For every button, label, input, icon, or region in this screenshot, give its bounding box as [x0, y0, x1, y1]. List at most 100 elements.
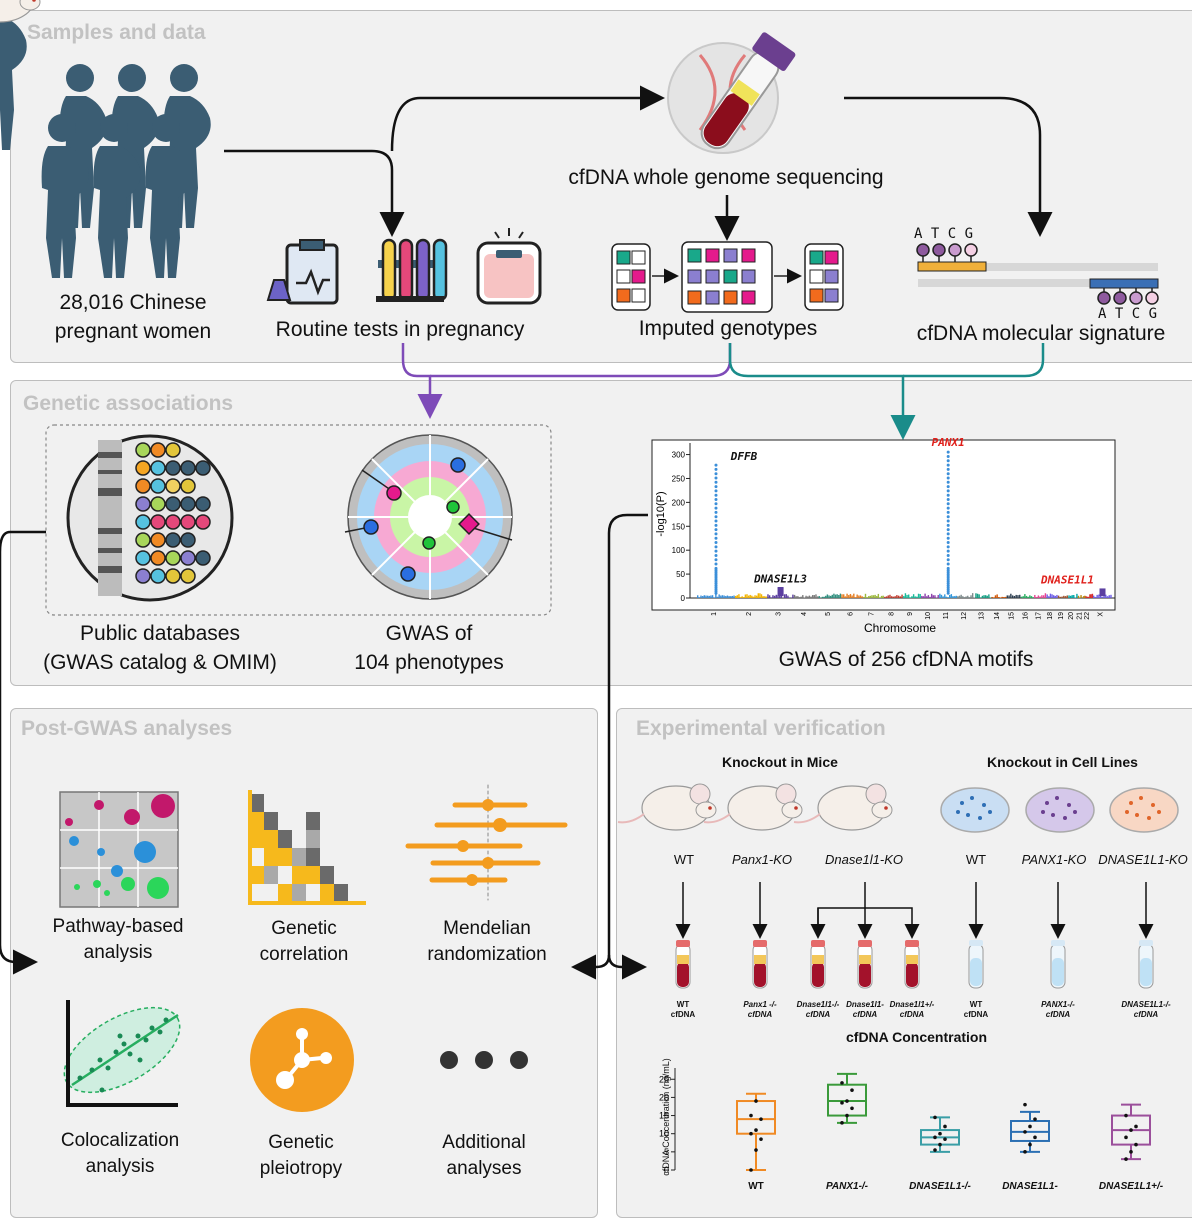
manhattan-point: [766, 597, 767, 598]
manhattan-point: [931, 594, 932, 598]
manhattan-point: [913, 594, 914, 598]
manhattan-point: [802, 595, 803, 598]
manhattan-point: [738, 594, 739, 598]
manhattan-point: [750, 595, 751, 598]
manhattan-point: [746, 594, 747, 598]
manhattan-point: [969, 597, 970, 598]
manhattan-point: [910, 597, 911, 598]
manhattan-point: [759, 593, 760, 598]
manhattan-point: [828, 595, 829, 598]
x-tick-label: 8: [889, 612, 896, 616]
box-point: [943, 1125, 947, 1129]
manhattan-point: [822, 597, 823, 598]
manhattan-point: [771, 597, 772, 598]
x-tick-label: X: [1098, 612, 1105, 617]
motif-top-label: A T C G: [914, 226, 973, 242]
manhattan-point: [1092, 594, 1093, 598]
manhattan-point: [1100, 588, 1106, 590]
manhattan-point: [796, 596, 797, 598]
box-point: [1033, 1117, 1037, 1121]
mice-header: Knockout in Mice: [722, 754, 838, 770]
box-point: [1129, 1150, 1133, 1154]
peak-label: DNASE1L3: [753, 573, 807, 586]
manhattan-point: [947, 567, 950, 570]
manhattan-point: [894, 596, 895, 598]
manhattan-point: [714, 597, 715, 598]
manhattan-point: [714, 464, 717, 467]
box-x-label: DNASE1L1-/-: [900, 1182, 980, 1192]
y-tick-label: 150: [672, 522, 686, 531]
manhattan-point: [954, 596, 955, 598]
box-point: [840, 1101, 844, 1105]
box-point: [759, 1117, 763, 1121]
peak-label: DFFB: [730, 450, 758, 463]
manhattan-point: [836, 594, 837, 598]
manhattan-point: [889, 595, 890, 598]
box-point: [759, 1137, 763, 1141]
manhattan-point: [710, 595, 711, 598]
manhattan-point: [949, 595, 950, 598]
manhattan-point: [906, 595, 907, 598]
manhattan-point: [843, 594, 844, 598]
manhattan-point: [1093, 596, 1094, 598]
manhattan-point: [714, 472, 717, 475]
manhattan-point: [1032, 597, 1033, 598]
manhattan-point: [835, 595, 836, 598]
manhattan-point: [789, 597, 790, 598]
signature-label: cfDNA molecular signature: [906, 319, 1176, 348]
petri-dish-icon: [941, 788, 1178, 832]
x-tick-label: 16: [1022, 612, 1029, 620]
manhattan-point: [938, 595, 939, 598]
manhattan-point: [718, 594, 719, 598]
x-tick-label: 12: [961, 612, 968, 620]
manhattan-point: [733, 596, 734, 598]
manhattan-point: [758, 593, 759, 598]
manhattan-point: [1015, 595, 1016, 598]
manhattan-point: [838, 595, 839, 598]
box-point: [1028, 1125, 1032, 1129]
box: [737, 1094, 775, 1172]
box-x-label: DNASE1L1-: [990, 1182, 1070, 1192]
box-point: [1124, 1136, 1128, 1140]
dots-icon: [440, 1051, 528, 1069]
manhattan-point: [868, 596, 869, 598]
x-tick-label: 14: [994, 612, 1001, 620]
manhattan-point: [947, 451, 950, 454]
manhattan-point: [804, 597, 805, 598]
manhattan-point: [817, 596, 818, 598]
manhattan-point: [947, 597, 948, 598]
y-tick-label: 0: [681, 594, 686, 603]
manhattan-point: [1088, 597, 1089, 598]
manhattan-point: [929, 597, 930, 598]
manhattan-point: [1063, 596, 1064, 598]
manhattan-point: [919, 594, 920, 598]
manhattan-point: [924, 594, 925, 598]
manhattan-point: [891, 596, 892, 598]
box-point: [1023, 1150, 1027, 1154]
tube: [1139, 940, 1153, 988]
manhattan-point: [956, 596, 957, 598]
box: [921, 1116, 959, 1152]
manhattan-point: [1065, 596, 1066, 598]
manhattan-point: [886, 596, 887, 598]
manhattan-point: [743, 597, 744, 598]
box-point: [933, 1148, 937, 1152]
box: [828, 1074, 866, 1125]
group-label: WT: [962, 852, 990, 867]
manhattan-point: [1012, 595, 1013, 598]
box-point: [1129, 1128, 1133, 1132]
box-point: [754, 1099, 758, 1103]
manhattan-point: [947, 468, 950, 471]
manhattan-point: [1096, 595, 1097, 598]
manhattan-point: [792, 595, 793, 598]
manhattan-point: [942, 596, 943, 598]
manhattan-point: [982, 596, 983, 598]
manhattan-point: [1007, 595, 1008, 598]
tube: [905, 940, 919, 988]
manhattan-point: [855, 597, 856, 598]
manhattan-point: [1076, 594, 1077, 598]
chromosome-dots-icon: [68, 436, 232, 600]
manhattan-point: [947, 481, 950, 484]
manhattan-point: [957, 596, 958, 598]
manhattan-point: [1003, 597, 1004, 598]
